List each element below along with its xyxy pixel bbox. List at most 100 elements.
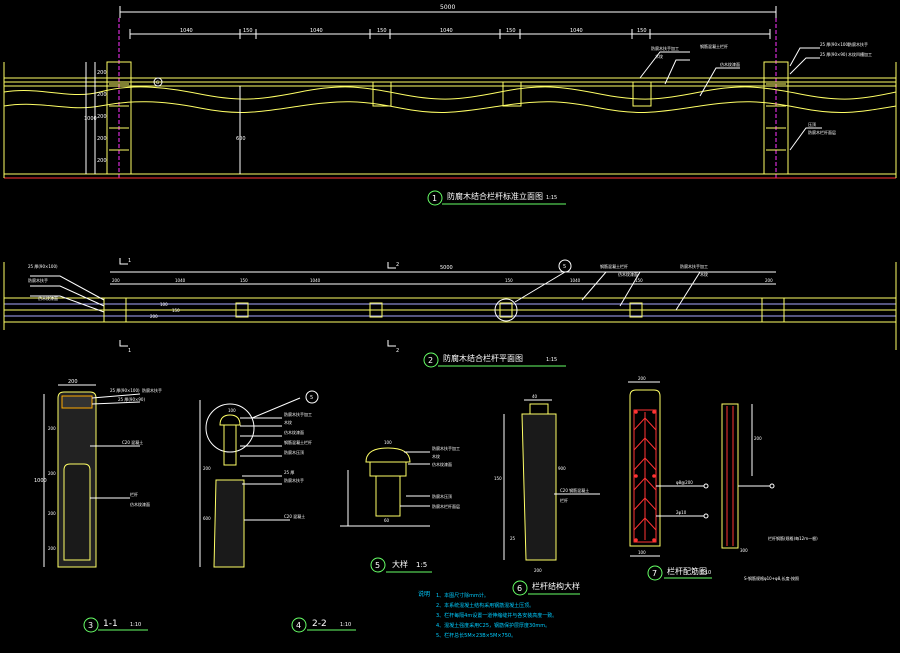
plan-label-left-2: 防腐木扶手: [28, 277, 48, 283]
section-1-1-view: 200 1000 200 200 200 200 25 厚(90×100) 防腐…: [34, 379, 162, 633]
note-1: 1、本图尺寸除mm计。: [436, 592, 489, 599]
s11-label-1: 25 厚(90×100): [110, 388, 140, 393]
section-mark-1b: 1: [128, 348, 131, 354]
plan-span-2: 1040: [175, 278, 186, 283]
view5-number-circle: [370, 557, 386, 573]
baluster-3: [632, 81, 652, 107]
s11-dim-1: 200: [48, 426, 56, 431]
d5-dim-2: 60: [384, 518, 390, 523]
svg-text:G: G: [156, 80, 159, 85]
view7-number: 7: [652, 569, 657, 578]
view7-scale: 1:10: [700, 570, 711, 576]
plan-span-6: 1040: [570, 278, 581, 283]
plan-span-4: 1040: [310, 278, 321, 283]
post-label-2: 防腐木扶手: [848, 41, 868, 47]
d7-side-dim-1: 200: [754, 436, 762, 441]
d6-dim-1: 150: [494, 476, 502, 481]
d7-side-bar: [721, 403, 739, 549]
d5-label-5: 防腐木栏杆面层: [432, 503, 460, 509]
span-dim-5: 1040: [440, 28, 453, 34]
elev-label-3: 钢筋混凝土栏杆: [700, 43, 728, 49]
plan-view: 5000 200 1040 150 1040 150 1040 150 200: [3, 258, 897, 368]
elev-label-4: 仿木纹漆面: [720, 61, 740, 67]
d5-label-3: 仿木纹漆面: [432, 461, 452, 467]
s11-handrail-cap: [61, 395, 93, 409]
view6-title: 栏杆结构大样: [532, 581, 580, 591]
s22-label-4: 钢筋混凝土栏杆: [284, 439, 312, 445]
overall-dim-text: 5000: [440, 4, 455, 11]
detail-6-view: 40 150 900 25 200 C20 钢筋混凝土 栏杆 6 栏杆结构大样: [494, 394, 600, 596]
d7-label-3: 栏杆钢筋(规格)每12m一根): [768, 535, 818, 541]
section-mark-1a: 1: [128, 258, 131, 264]
span-dim-1: 1040: [180, 28, 193, 34]
s22-label-5: C20 混凝土: [284, 513, 305, 519]
note-2: 2、本系统混凝土结构采用钢筋混凝土压顶。: [436, 602, 534, 609]
d7-side-dim-2: 300: [740, 548, 748, 553]
s11-label-5: 仿木纹漆面: [130, 501, 150, 507]
s11-width-dim: 200: [68, 379, 78, 385]
d7-post-outline: [629, 389, 661, 547]
s22-baluster-top: [223, 424, 237, 466]
d7-cage: [633, 409, 657, 543]
plan-span-1: 200: [112, 278, 120, 283]
d5-dim-1: 100: [384, 440, 392, 445]
s22-dim-2: 600: [203, 516, 211, 521]
wood-rail-bottom: [3, 101, 897, 113]
baluster-1: [372, 81, 392, 107]
view5-number: 5: [375, 561, 380, 570]
view2-title: 防腐木结合栏杆平面图: [443, 353, 523, 363]
view4-number: 4: [296, 621, 301, 630]
d6-dim-3: 25: [510, 536, 516, 541]
span-dim-3: 1040: [310, 28, 323, 34]
notes-block: 说明 1、本图尺寸除mm计。 2、本系统混凝土结构采用钢筋混凝土压顶。 3、栏杆…: [418, 590, 557, 639]
post-label-3: 25 厚(90×90): [820, 52, 847, 57]
d7-label-4: S-钢筋规格φ10+φ8,长度-按照: [744, 575, 799, 581]
s22-dim-1: 100: [228, 408, 236, 413]
s11-label-4: 栏杆: [130, 491, 138, 497]
s11-dim-3: 200: [48, 511, 56, 516]
elevation-view: 5000 1040 150 1040 150 1040 150 1040 150: [3, 4, 897, 206]
plan-span-8: 200: [765, 278, 773, 283]
s22-label-3: 仿木纹漆面: [284, 429, 304, 435]
section-2-2-view: 5 100 600 200 防腐木扶手加工 木纹 仿木纹漆面 钢筋混凝土栏杆 C…: [199, 390, 356, 633]
s22-label-7: 25 厚: [284, 470, 294, 475]
total-height-dim: 1000: [84, 116, 97, 122]
plan-small-dim-2: 150: [172, 308, 180, 313]
plan-baluster-2: [369, 302, 383, 318]
d6-dim-top: 40: [532, 394, 538, 399]
detail-7-view: 200 100 φ8@200 2φ10: [628, 376, 818, 581]
s22-label-2: 木纹: [284, 419, 292, 425]
s22-label-8: 防腐木扶手: [284, 477, 304, 483]
s11-core: [63, 463, 91, 561]
plan-label-right-1: 钢筋混凝土栏杆: [600, 263, 628, 269]
plan-label-right-2: 仿木纹漆面: [618, 271, 638, 277]
height-dim-2: 200: [97, 92, 107, 98]
elev-label-1: 防腐木扶手加工: [651, 45, 679, 51]
plan-baluster-3: [499, 302, 513, 318]
height-dim-5: 200: [97, 158, 107, 164]
view1-number-circle: [427, 190, 443, 206]
d7-dim-top: 200: [638, 376, 646, 381]
note-3: 3、栏杆每隔4m设置一道伸缩缝并与各安装高度一致。: [436, 612, 557, 619]
d5-label-4: 防腐木压顶: [432, 493, 452, 499]
d7-label-2: 2φ10: [676, 510, 687, 515]
d5-baluster: [375, 475, 401, 517]
plan-overall-dim: 5000: [440, 265, 453, 271]
span-dim-4: 150: [377, 28, 387, 34]
plan-small-dim-1: 100: [160, 302, 168, 307]
baluster-2: [502, 81, 522, 107]
plan-label-right-3: 防腐木扶手加工: [680, 263, 708, 269]
d5-label-1: 防腐木扶手加工: [432, 445, 460, 451]
svg-text:5: 5: [310, 395, 313, 401]
plan-baluster-4: [629, 302, 643, 318]
s22-label-1: 防腐木扶手加工: [284, 411, 312, 417]
notes-title: 说明: [418, 590, 430, 598]
s22-post-body: [213, 479, 245, 568]
s11-height-dim: 1000: [34, 478, 47, 484]
view3-title: 1-1: [103, 619, 118, 629]
view6-number-circle: [512, 580, 528, 596]
detail-5-view: 100 60 防腐木扶手加工 木纹 仿木纹漆面 防腐木压顶 防腐木栏杆面层 5 …: [340, 440, 460, 573]
d6-dim-2: 900: [558, 466, 566, 471]
base-label-2: 防腐木栏杆面层: [808, 129, 836, 135]
